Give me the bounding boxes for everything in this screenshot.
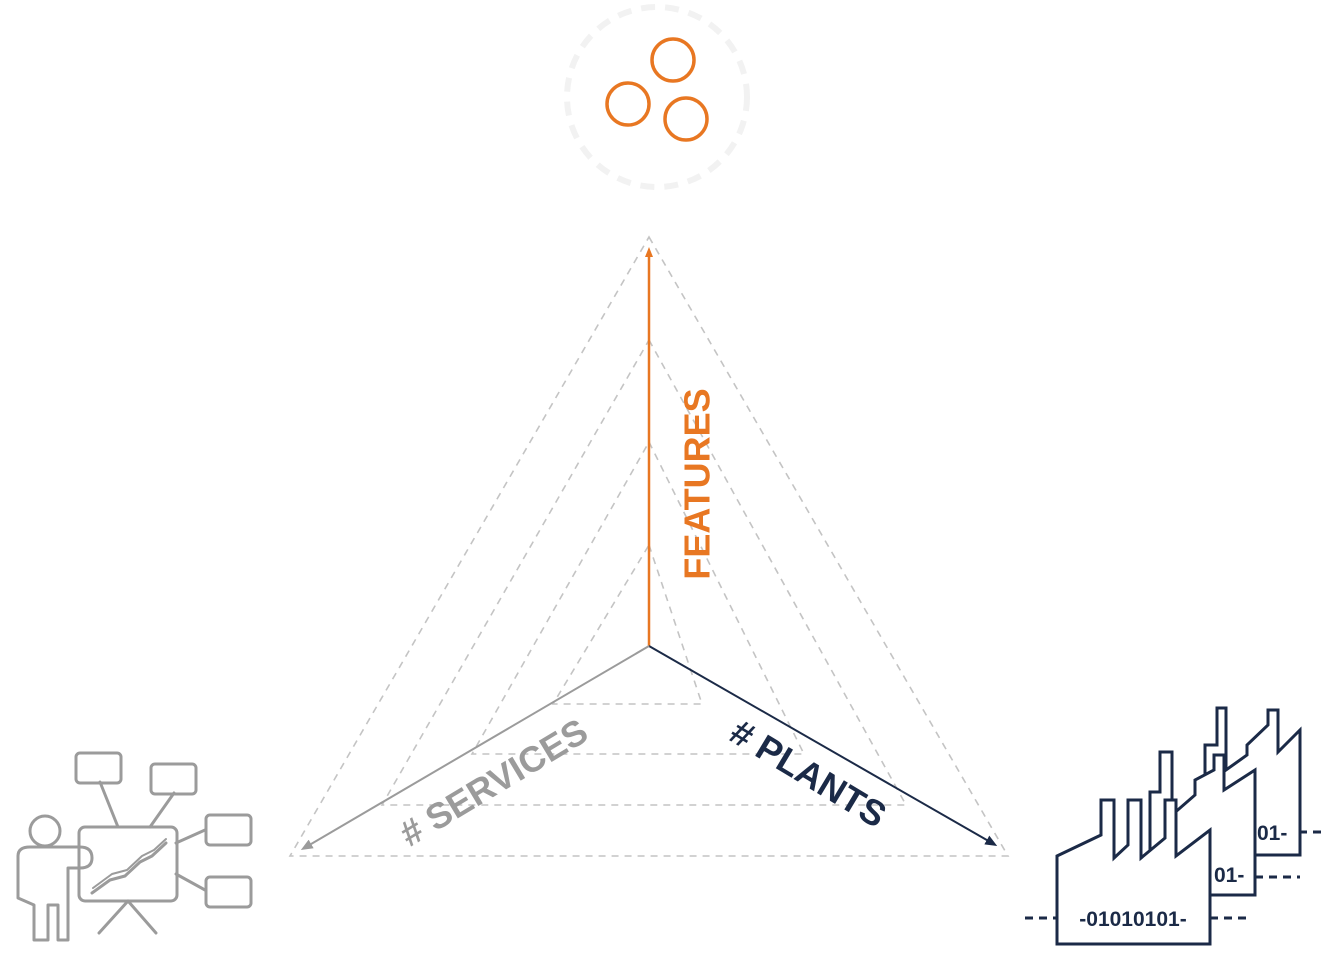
- services-axis-label: # SERVICES: [392, 710, 594, 854]
- factory-middle-label: 01-: [1214, 864, 1244, 887]
- grid-triangle-1: [551, 543, 704, 705]
- plants-axis-arrow: [648, 645, 998, 846]
- factory-back-label: 01-: [1257, 822, 1287, 845]
- grid-triangle-2: [470, 440, 806, 755]
- plants-axis-label: # PLANTS: [723, 711, 893, 836]
- grid-triangle-outer: [288, 235, 1010, 857]
- features-axis-label: FEATURES: [677, 388, 718, 579]
- dashed-grid: [288, 235, 1010, 857]
- services-axis-arrow: [300, 645, 650, 851]
- gear-circles-icon: [564, 4, 750, 190]
- grid-triangle-3: [380, 338, 908, 806]
- presenter-icon: [16, 751, 253, 942]
- factory-front-label: -01010101-: [1079, 908, 1186, 931]
- factory-front: [1055, 798, 1212, 946]
- factory-stack-icon: 01- 01- -01010101-: [1025, 706, 1322, 946]
